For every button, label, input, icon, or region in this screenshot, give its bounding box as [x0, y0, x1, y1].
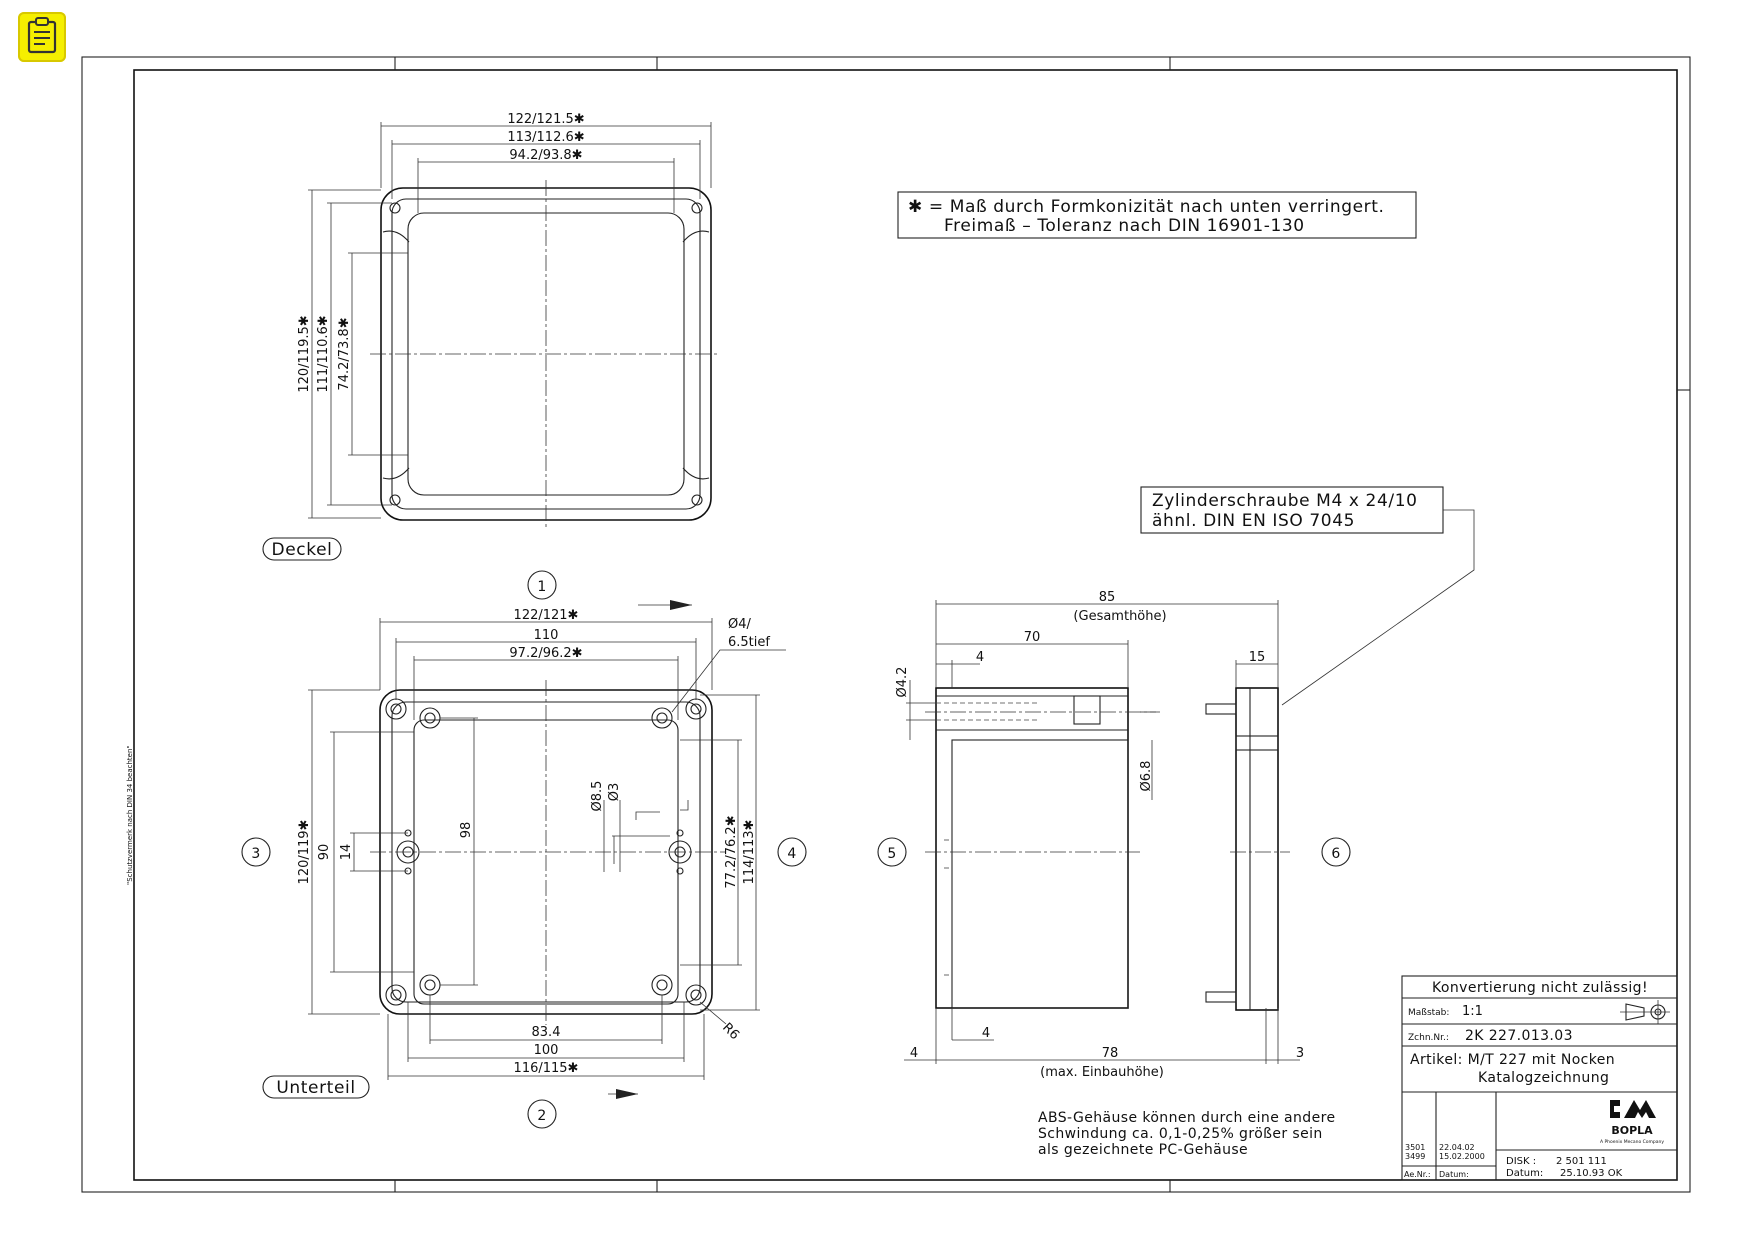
- screw-note: Zylinderschraube M4 x 24/10 ähnl. DIN EN…: [1140, 486, 1475, 706]
- view-marker-6: 6: [1331, 846, 1340, 862]
- base-width-outer: 122/121✱: [514, 608, 579, 623]
- base-right-inner: 77.2/76.2✱: [724, 815, 739, 888]
- base-radius: R6: [719, 1020, 742, 1043]
- clipboard-note-icon[interactable]: [18, 12, 66, 62]
- base-height-90: 90: [317, 844, 332, 861]
- side-view: 85 (Gesamthöhe) 70 4 15 Ø4.2 Ø6.8 4 4 78…: [895, 590, 1304, 1080]
- abs-note-line-1: ABS-Gehäuse können durch eine andere: [1038, 1110, 1335, 1126]
- base-bottom-83-4: 83.4: [532, 1025, 561, 1040]
- lid-height-outer: 120/119.5✱: [297, 315, 312, 392]
- scale-value: 1:1: [1462, 1004, 1483, 1019]
- view-marker-2: 2: [537, 1108, 546, 1124]
- protection-note: "Schutzvermerk nach DIN 34 beachten": [126, 745, 134, 885]
- base-height-98: 98: [459, 822, 474, 839]
- lid-label: Deckel: [272, 540, 333, 560]
- base-width-holes: 110: [534, 628, 559, 643]
- base-height-14: 14: [339, 844, 354, 861]
- change-number-label: Ae.Nr.:: [1404, 1170, 1431, 1179]
- drawing-date-label: Datum:: [1506, 1168, 1543, 1179]
- base-right-outer: 114/113✱: [742, 820, 757, 885]
- center-hole-8-5: Ø8.5: [590, 781, 605, 812]
- abs-note-line-2: Schwindung ca. 0,1-0,25% größer sein: [1038, 1126, 1323, 1142]
- view-marker-1: 1: [537, 579, 546, 595]
- base-width-inner: 97.2/96.2✱: [509, 646, 582, 661]
- bopla-logo: BOPLA A Phoenix Mecano Company: [1600, 1100, 1664, 1145]
- center-hole-3: Ø3: [607, 783, 622, 802]
- drawing-number: 2K 227.013.03: [1465, 1028, 1573, 1044]
- side-dim-15: 15: [1249, 650, 1266, 665]
- title-block: Konvertierung nicht zulässig! Maßstab: 1…: [1401, 975, 1678, 1181]
- side-dim-4-left: 4: [910, 1046, 918, 1061]
- screw-note-line-1: Zylinderschraube M4 x 24/10: [1152, 491, 1418, 511]
- lid-height-inner: 74.2/73.8✱: [337, 317, 352, 390]
- legend-line-1: ✱ = Maß durch Formkonizität nach unten v…: [908, 197, 1385, 217]
- article-line-1: Artikel: M/T 227 mit Nocken: [1410, 1052, 1615, 1068]
- revision-2-date: 15.02.2000: [1439, 1152, 1485, 1161]
- side-dim-70: 70: [1024, 630, 1041, 645]
- drawing-frame: [81, 56, 1691, 1193]
- view-marker-5: 5: [887, 846, 896, 862]
- revision-2-number: 3499: [1405, 1152, 1425, 1161]
- lid-height-mid: 111/110.6✱: [316, 315, 331, 392]
- legend-line-2: Freimaß – Toleranz nach DIN 16901-130: [944, 216, 1305, 236]
- base-bottom-outer: 116/115✱: [514, 1061, 579, 1076]
- side-total-height: 85: [1099, 590, 1116, 605]
- lid-width-mid: 113/112.6✱: [507, 130, 584, 145]
- side-dim-4-top: 4: [976, 650, 984, 665]
- abs-note-line-3: als gezeichnete PC-Gehäuse: [1038, 1142, 1248, 1158]
- side-dia-6-8: Ø6.8: [1139, 761, 1154, 792]
- side-dim-3: 3: [1296, 1046, 1304, 1061]
- disk-value: 2 501 111: [1556, 1156, 1607, 1167]
- lid-width-inner: 94.2/93.8✱: [509, 148, 582, 163]
- view-marker-3: 3: [251, 846, 260, 862]
- change-date-label: Datum:: [1439, 1170, 1469, 1179]
- side-dim-78: 78: [1102, 1046, 1119, 1061]
- hole-diameter: Ø4/: [728, 617, 752, 632]
- scale-label: Maßstab:: [1408, 1008, 1449, 1018]
- base-label: Unterteil: [276, 1078, 355, 1098]
- side-dim-78-label: (max. Einbauhöhe): [1040, 1065, 1164, 1080]
- hole-depth: 6.5tief: [728, 635, 770, 650]
- projection-symbol-icon: [1620, 1000, 1670, 1024]
- base-view: 122/121✱ 110 97.2/96.2✱ Ø4/ 6.5tief 120/…: [262, 608, 786, 1099]
- lid-view: 122/121.5✱ 113/112.6✱ 94.2/93.8✱ 120/119…: [262, 112, 720, 561]
- svg-text:A Phoenix Mecano Company: A Phoenix Mecano Company: [1600, 1139, 1664, 1145]
- base-bottom-100: 100: [534, 1043, 559, 1058]
- view-marker-4: 4: [787, 846, 796, 862]
- legend-box: ✱ = Maß durch Formkonizität nach unten v…: [897, 191, 1417, 239]
- drawing-number-label: Zchn.Nr.:: [1408, 1033, 1449, 1043]
- side-dia-4-2: Ø4.2: [895, 667, 910, 698]
- side-total-height-label: (Gesamthöhe): [1073, 609, 1166, 624]
- drawing-date-value: 25.10.93 OK: [1560, 1168, 1623, 1179]
- screw-note-line-2: ähnl. DIN EN ISO 7045: [1152, 511, 1355, 531]
- side-dim-4-bottom: 4: [982, 1026, 990, 1041]
- revision-1-date: 22.04.02: [1439, 1143, 1475, 1152]
- revision-1-number: 3501: [1405, 1143, 1425, 1152]
- base-height-outer: 120/119✱: [297, 820, 312, 885]
- lid-width-outer: 122/121.5✱: [507, 112, 584, 127]
- conversion-warning: Konvertierung nicht zulässig!: [1432, 980, 1648, 996]
- disk-label: DISK :: [1506, 1156, 1536, 1167]
- svg-text:BOPLA: BOPLA: [1611, 1124, 1653, 1137]
- article-line-2: Katalogzeichnung: [1478, 1070, 1609, 1086]
